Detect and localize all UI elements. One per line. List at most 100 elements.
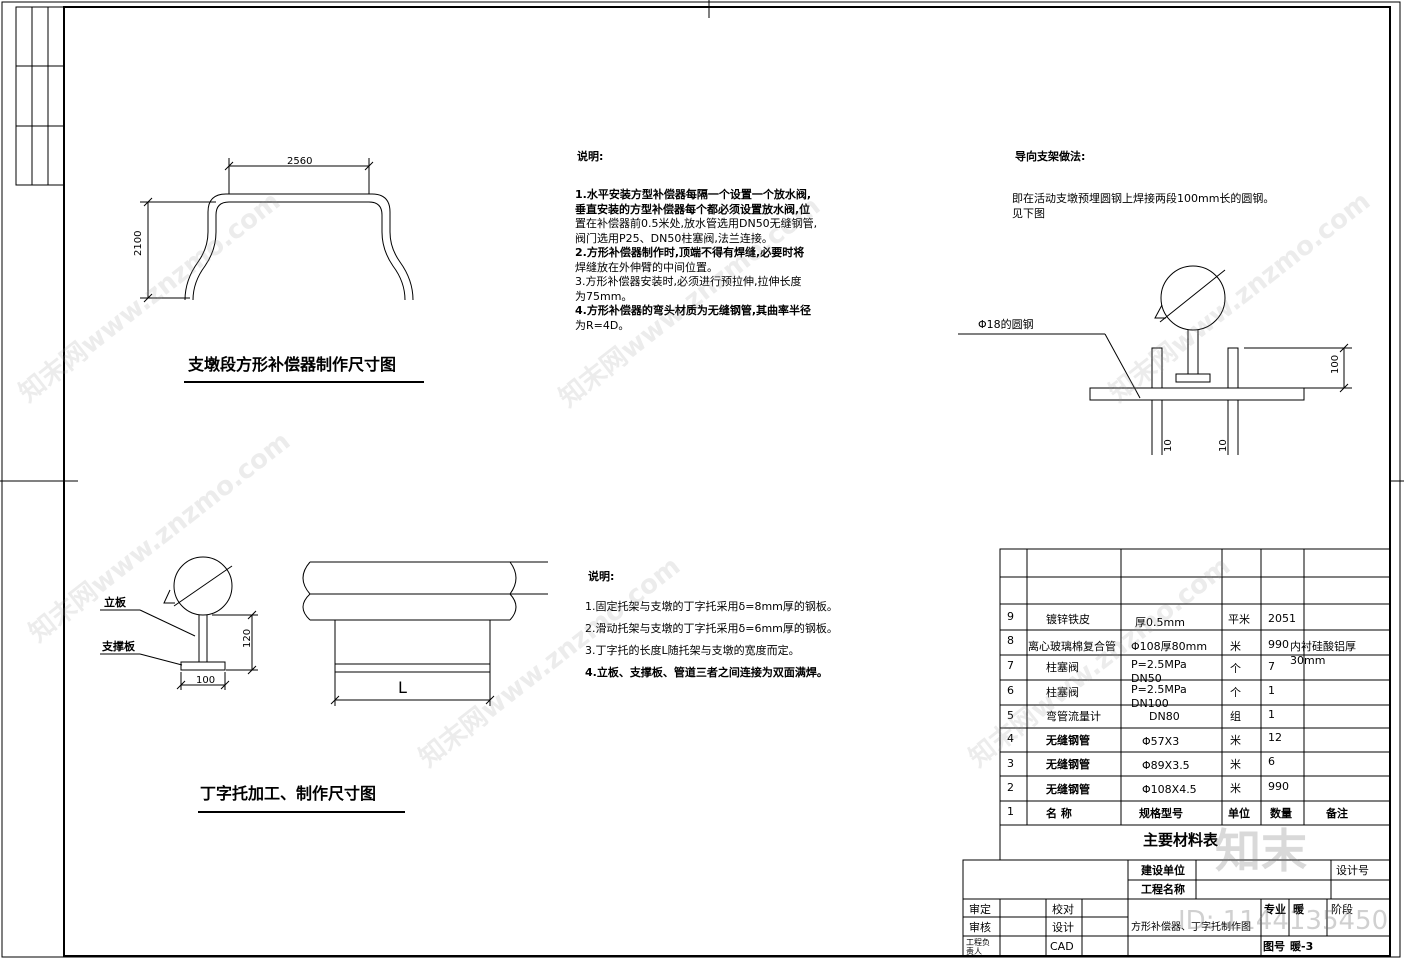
guide-line2: 见下图 [1012,207,1045,220]
dim-100-label: 100 [196,675,216,686]
rod-label: Φ18的圆钢 [978,318,1034,331]
table-cell: 5 [1007,709,1014,722]
design-label: 设计 [1052,921,1074,934]
table-cell: 无缝钢管 [1046,783,1090,796]
table-header: 单位 [1228,807,1250,820]
dim-120-label: 120 [242,628,253,648]
table-cell: 6 [1268,755,1275,768]
t-support-drawing [100,556,548,813]
table-cell: 7 [1007,659,1014,672]
table-cell: DN80 [1149,710,1180,723]
notes1-line: 4.方形补偿器的弯头材质为无缝钢管,其曲率半径 [575,304,812,317]
table-cell: Φ89X3.5 [1142,759,1190,772]
table-cell: 990 [1268,638,1289,651]
table-header: 规格型号 [1139,807,1183,820]
table-cell: 内衬硅酸铝厚30mm [1290,640,1356,667]
table-cell: P=2.5MPa DN50 [1131,658,1187,685]
table-cell: 米 [1230,758,1241,771]
notes2-body: 1.固定托架与支墩的丁字托采用δ=8mm厚的钢板。 2.滑动托架与支墩的丁字托采… [585,596,838,684]
table-cell: Φ108厚80mm [1131,640,1208,653]
notes2-line: 4.立板、支撑板、管道三者之间连接为双面满焊。 [585,666,828,679]
table-cell: 弯管流量计 [1046,710,1101,723]
inner-border [63,6,1391,957]
table-cell: 9 [1007,610,1014,623]
notes1-line: 焊缝放在外伸臂的中间位置。 [575,260,718,274]
check-label: 审核 [969,921,991,934]
table-cell: 990 [1268,780,1289,793]
notes1-line: 为75mm。 [575,289,633,303]
notes1-line: 置在补偿器前0.5米处,放水管选用DN50无缝钢管, [575,217,818,230]
expansion-loop-drawing [140,158,424,383]
table-cell: 无缝钢管 [1046,758,1090,771]
leader-label: 工程负责人 [966,938,990,956]
table-cell: 厚0.5mm [1135,616,1185,629]
drawing-no-label: 图号 [1263,940,1285,953]
drawing-name: 方形补偿器、丁字托制作图 [1131,922,1251,933]
dim-L-label: L [398,678,407,697]
table-header: 1 [1007,805,1014,818]
table-cell: 镀锌铁皮 [1046,613,1090,626]
support-plate-label: 支撑板 [102,640,135,653]
design-no-label: 设计号 [1336,864,1369,877]
table-cell: 3 [1007,757,1014,770]
guide-support-drawing [958,265,1352,455]
table-cell: Φ108X4.5 [1142,783,1197,796]
table-cell: 4 [1007,732,1014,745]
dim-height-label: 2100 [133,230,144,256]
guide-dim-10a: 10 [1163,439,1174,452]
table-cell: 7 [1268,660,1275,673]
table-cell: 平米 [1228,613,1250,626]
table-cell: 8 [1007,634,1014,647]
project-name-label: 工程名称 [1141,883,1185,896]
notes2-line: 2.滑动托架与支墩的丁字托采用δ=6mm厚的钢板。 [585,622,838,635]
notes1-line: 2.方形补偿器制作时,顶端不得有焊缝,必要时将 [575,246,805,259]
notes1-line: 阀门选用P25、DN50柱塞阀,法兰连接。 [575,231,773,245]
notes1-line: 3.方形补偿器安装时,必须进行预拉伸,拉伸长度 [575,275,802,288]
stage-label: 阶段 [1331,903,1353,916]
major-value: 暖 [1293,903,1304,916]
drawing-no-value: 暖-3 [1290,940,1314,953]
guide-heading: 导向支架做法: [1015,150,1086,163]
table-cell: 米 [1230,782,1241,795]
material-table-title: 主要材料表 [1143,831,1219,849]
plate-label: 立板 [104,596,126,609]
table-cell: 组 [1230,710,1241,723]
table-header: 备注 [1326,807,1348,820]
notes1-line: 垂直安装的方型补偿器每个都必须设置放水阀,位 [575,202,811,216]
major-label: 专业 [1264,903,1286,916]
t-support-title: 丁字托加工、制作尺寸图 [200,784,377,803]
guide-line1: 即在活动支墩预埋圆钢上焊接两段100mm长的圆钢。 [1012,192,1275,205]
table-cell: 1 [1268,684,1275,697]
notes2-line: 3.丁字托的长度L随托架与支墩的宽度而定。 [585,644,800,657]
binding-strip [15,6,65,186]
table-cell: 个 [1230,686,1241,699]
table-cell: 1 [1268,708,1275,721]
brand-watermark: 知末 [1215,824,1307,878]
review-label: 审定 [969,903,991,916]
notes2-heading: 说明: [588,570,615,583]
build-unit-label: 建设单位 [1141,864,1185,877]
title-block-grid [962,825,1391,957]
cad-label: CAD [1050,940,1074,953]
table-cell: Φ57X3 [1142,735,1180,748]
table-cell: 米 [1230,734,1241,747]
table-cell: 柱塞阀 [1046,686,1079,699]
notes1-body: 1.水平安装方型补偿器每隔一个设置一个放水阀, 垂直安装的方型补偿器每个都必须设… [575,188,817,333]
table-cell: 6 [1007,684,1014,697]
guide-dim-10b: 10 [1218,439,1229,452]
notes2-line: 1.固定托架与支墩的丁字托采用δ=8mm厚的钢板。 [585,600,838,613]
table-cell: 个 [1230,662,1241,675]
table-cell: 2051 [1268,612,1296,625]
table-cell: 12 [1268,731,1282,744]
table-cell: 无缝钢管 [1046,734,1090,747]
id-watermark: ID: 1144135450 [1178,906,1389,936]
table-cell: P=2.5MPa DN100 [1131,683,1187,710]
table-header: 数量 [1270,807,1292,820]
table-cell: 柱塞阀 [1046,661,1079,674]
proof-label: 校对 [1052,903,1074,916]
loop-drawing-title: 支墩段方形补偿器制作尺寸图 [188,355,397,374]
table-cell: 2 [1007,781,1014,794]
table-header: 名 称 [1046,807,1072,820]
table-cell: 米 [1230,640,1241,653]
